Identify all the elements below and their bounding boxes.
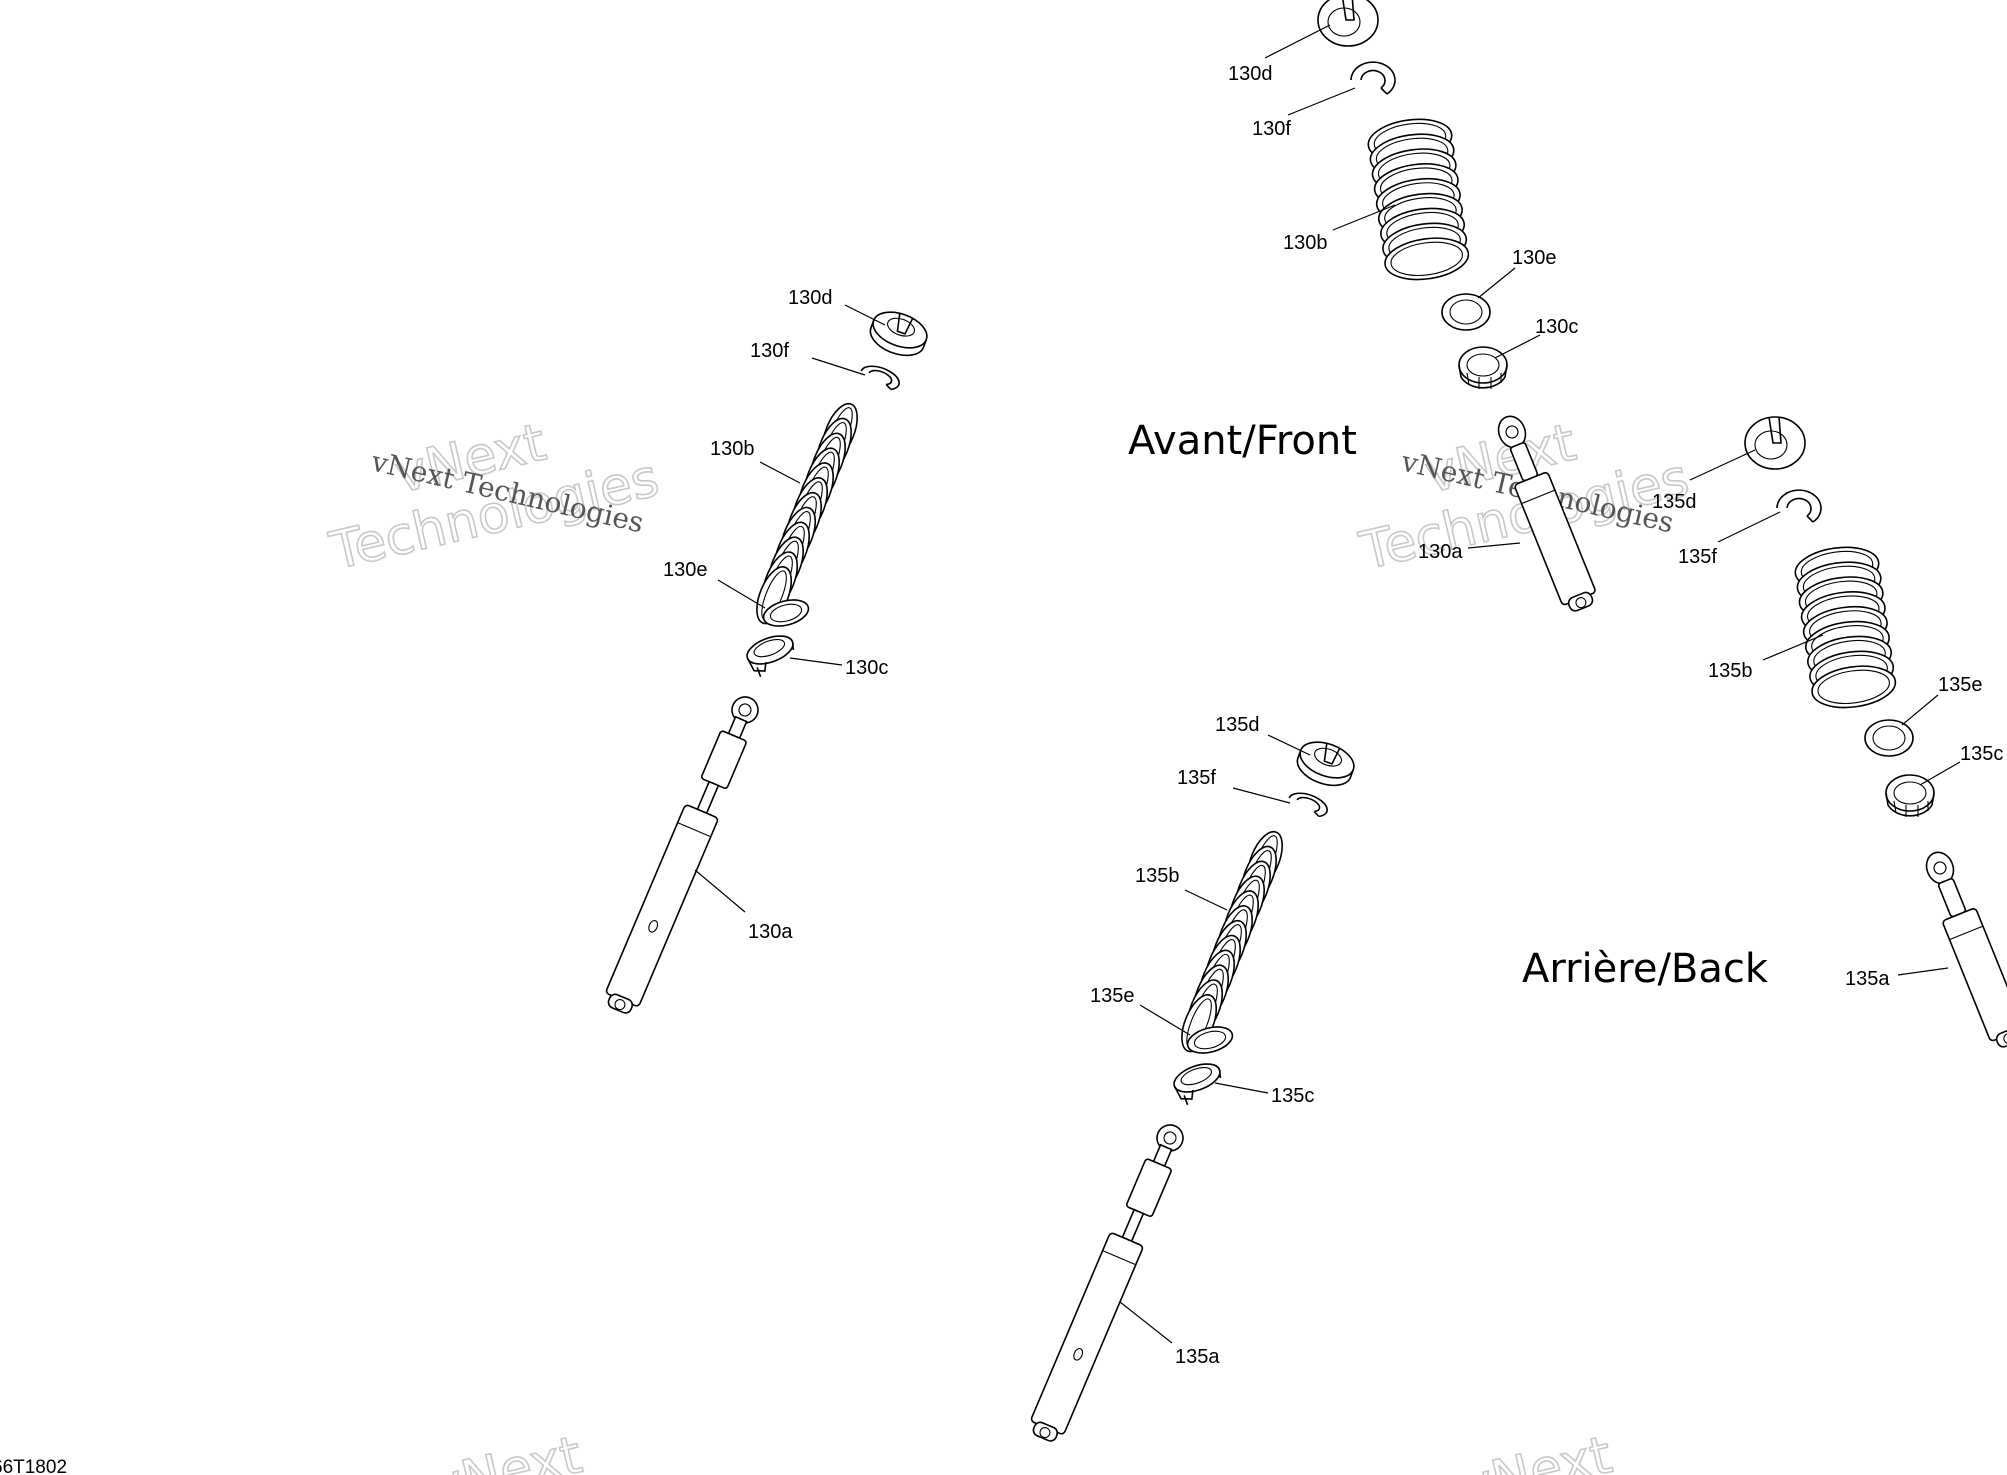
label-135d-right: 135d <box>1652 491 1697 513</box>
part-130c-collar-right <box>1458 346 1508 389</box>
part-130b-spring <box>756 402 858 625</box>
part-130a-shock-absorber <box>605 696 759 1014</box>
label-130f-right: 130f <box>1252 118 1291 140</box>
part-135a-shock-absorber-right <box>1925 851 2007 1048</box>
front-shock-assembly-left <box>605 311 928 1014</box>
heading-front: Avant/Front <box>1128 418 1357 464</box>
label-130e: 130e <box>663 559 708 581</box>
part-130f-clip-right <box>1350 61 1396 95</box>
part-130d-cap-right <box>1317 0 1379 47</box>
callout-labels: 130d 130f 130b 130e 130c 130a 130d 130f … <box>663 63 2003 1368</box>
part-130f-clip <box>860 365 900 391</box>
part-130e-ring <box>762 599 810 627</box>
part-135b-spring <box>1181 830 1283 1053</box>
label-135e: 135e <box>1090 985 1135 1007</box>
label-135a: 135a <box>1175 1346 1220 1368</box>
label-135b: 135b <box>1135 865 1180 887</box>
leader-lines <box>694 24 1961 1344</box>
label-135e-right: 135e <box>1938 674 1983 696</box>
watermark-bottom-right: vNext <box>1455 1424 1618 1475</box>
label-135f-right: 135f <box>1678 546 1717 568</box>
label-135f: 135f <box>1177 767 1216 789</box>
part-135f-clip <box>1288 792 1328 818</box>
part-135f-clip-right <box>1776 489 1822 523</box>
part-135c-collar <box>1173 1063 1222 1106</box>
watermark-bottom-left: vNext <box>425 1424 588 1475</box>
part-135e-ring <box>1186 1026 1234 1054</box>
drawing-number: 66T1802 <box>0 1457 67 1475</box>
part-135b-spring-right <box>1794 546 1897 709</box>
label-135c-right: 135c <box>1960 743 2003 765</box>
label-130d: 130d <box>788 287 833 309</box>
label-130c: 130c <box>845 657 888 679</box>
label-130f: 130f <box>750 340 789 362</box>
label-135a-right: 135a <box>1845 968 1890 990</box>
watermark-bottom-right-text: vNext <box>1456 1425 1618 1475</box>
heading-back: Arrière/Back <box>1522 946 1769 992</box>
label-130c-right: 130c <box>1535 316 1578 338</box>
label-130a-right: 130a <box>1418 541 1463 563</box>
label-135b-right: 135b <box>1708 660 1753 682</box>
rear-shock-assembly-left <box>1030 741 1355 1442</box>
part-135a-shock-absorber <box>1030 1124 1184 1442</box>
label-130d-right: 130d <box>1228 63 1273 85</box>
rear-shock-assembly-right <box>1744 416 2007 1048</box>
spring-coil-inner <box>1817 669 1890 704</box>
part-130b-spring-right <box>1367 118 1470 281</box>
label-130b: 130b <box>710 438 755 460</box>
label-130a: 130a <box>748 921 793 943</box>
part-130d-cap <box>869 311 928 357</box>
label-135d: 135d <box>1215 714 1260 736</box>
label-135c: 135c <box>1271 1085 1314 1107</box>
part-135e-ring-right <box>1864 719 1914 757</box>
watermark-bottom-left-text: vNext <box>426 1425 588 1475</box>
spring-coil-inner <box>1390 241 1463 276</box>
part-130e-ring-right <box>1441 293 1491 331</box>
part-130a-shock-absorber-right <box>1497 415 1596 612</box>
label-130b-right: 130b <box>1283 232 1328 254</box>
part-135d-cap <box>1296 741 1355 787</box>
part-130c-collar <box>746 635 795 678</box>
front-shock-assembly-right <box>1317 0 1596 612</box>
part-135d-cap-right <box>1744 416 1806 470</box>
label-130e-right: 130e <box>1512 247 1557 269</box>
